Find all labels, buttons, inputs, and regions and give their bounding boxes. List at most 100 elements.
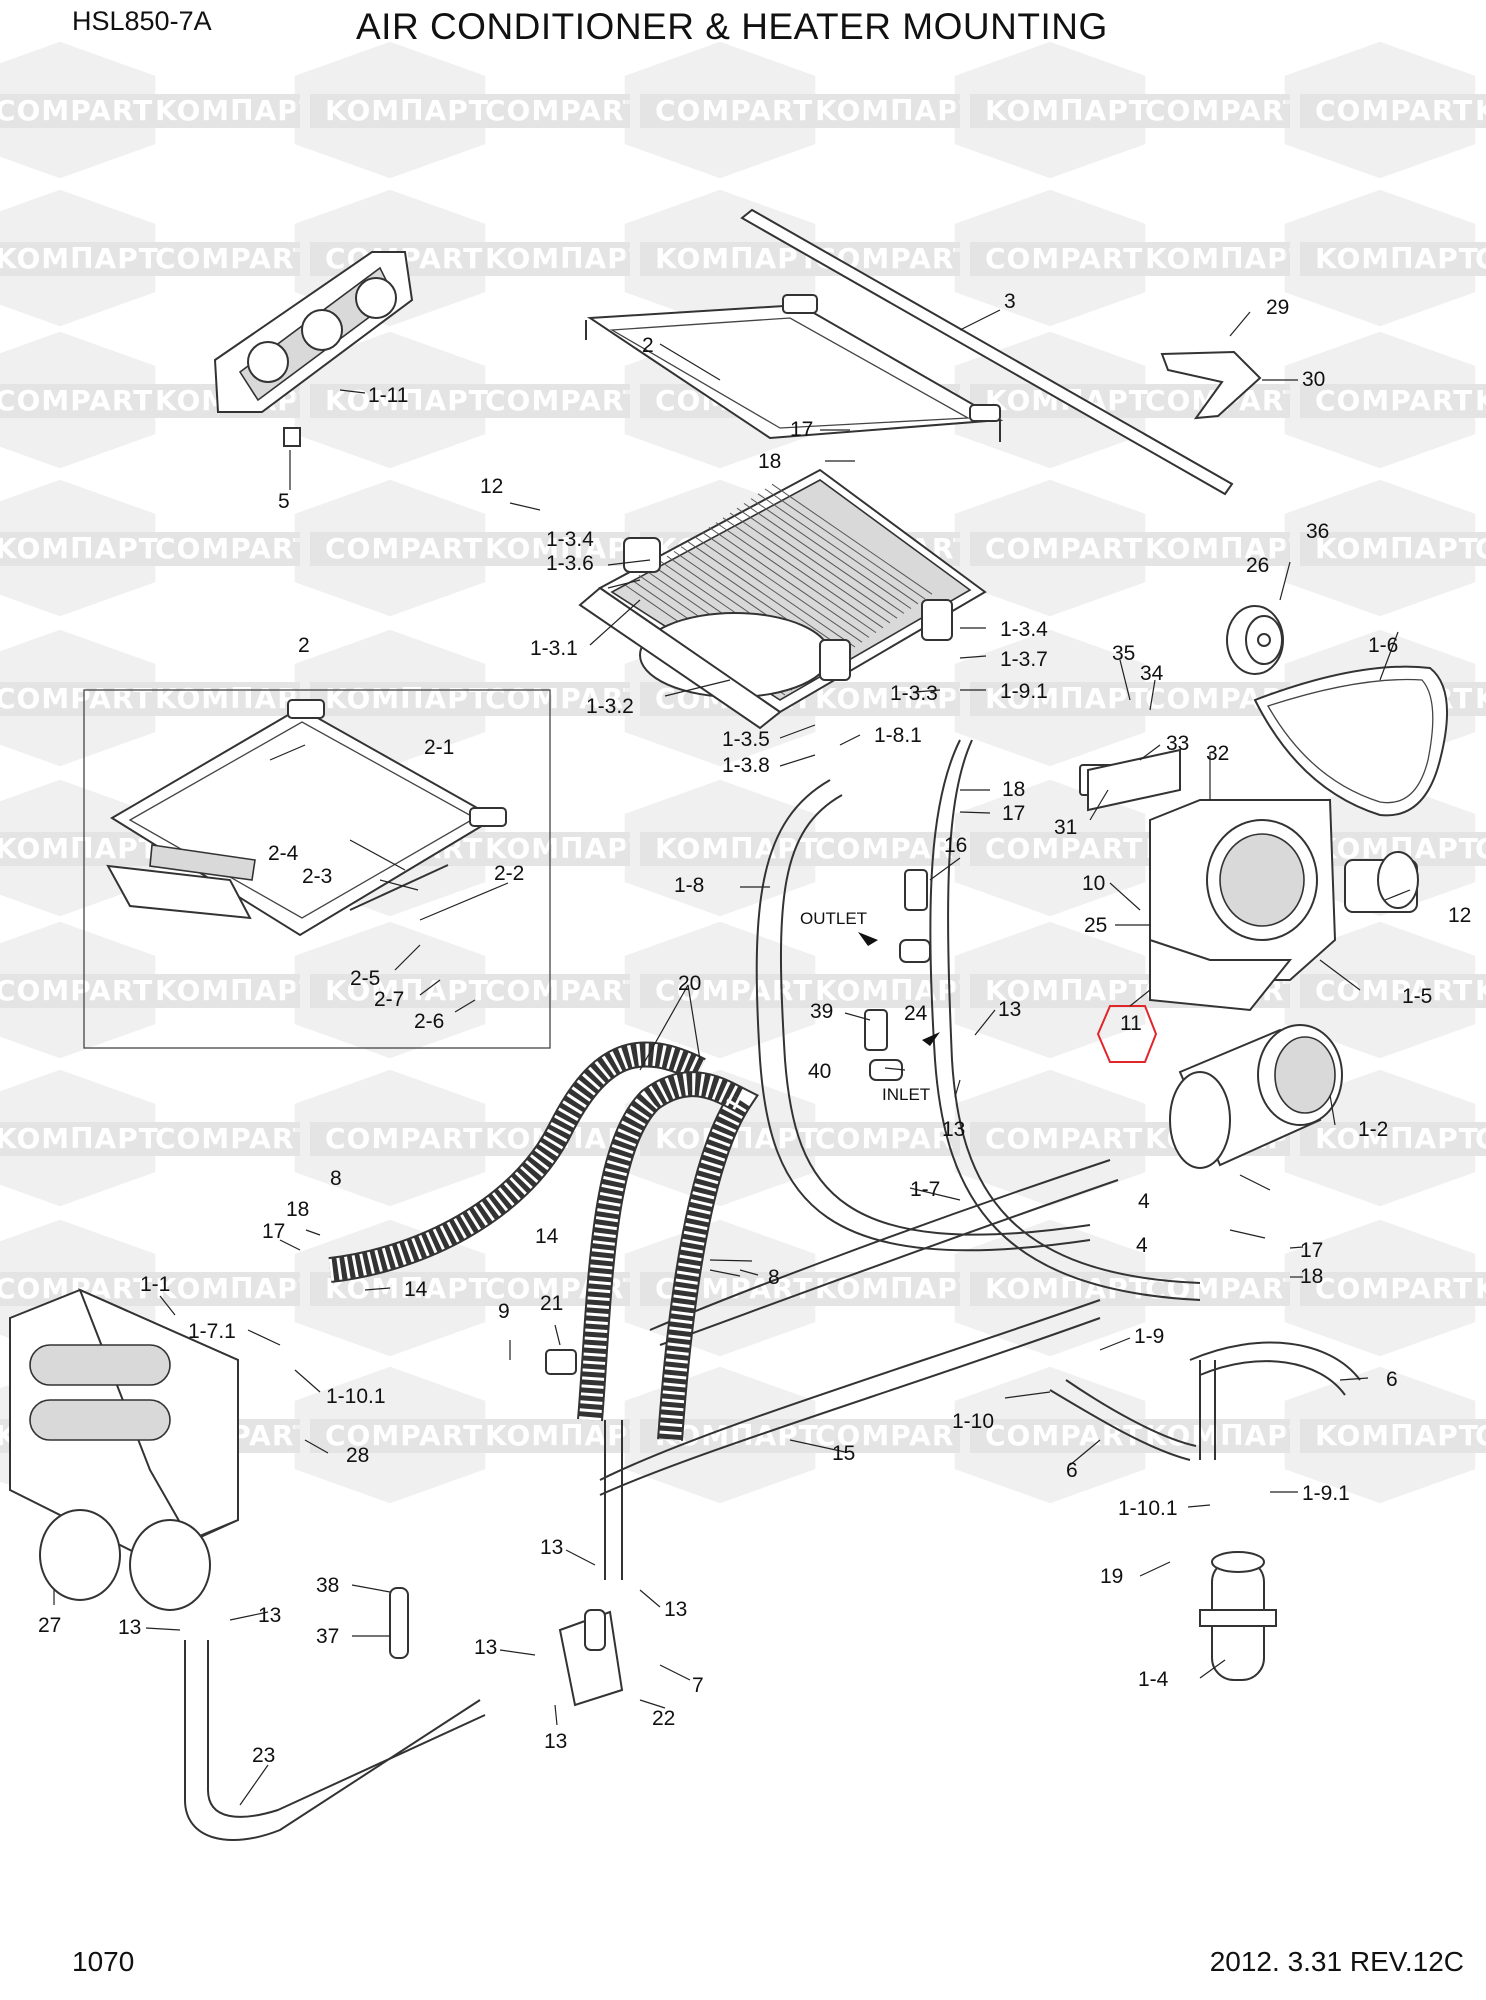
- watermark-bar: [1300, 974, 1486, 1008]
- watermark-text: KOMΠAPT: [655, 832, 819, 865]
- condenser-fin: [750, 498, 912, 610]
- watermark-text: KOMΠAPT: [815, 682, 979, 715]
- watermark-bar: [0, 242, 300, 276]
- watermark-text: KOMΠAPT: [1315, 1419, 1479, 1452]
- heater-hoses-20: [328, 1041, 759, 1441]
- watermark-text: COMPART: [985, 242, 1143, 275]
- callout-label: 1-5: [1402, 985, 1432, 1008]
- watermark-text: KOMΠAPT: [325, 384, 489, 417]
- watermark-bar: [310, 682, 630, 716]
- page-title: AIR CONDITIONER & HEATER MOUNTING: [356, 6, 1108, 47]
- watermark-bar: [1300, 1272, 1486, 1306]
- callout-label: 11: [1120, 1012, 1142, 1035]
- watermark-text: COMPART: [155, 242, 313, 275]
- watermark-text: COMPART: [815, 1419, 973, 1452]
- callout-label: 18: [286, 1198, 309, 1221]
- watermark-text: KOMΠAPT: [485, 242, 649, 275]
- watermark-text: COMPART: [155, 1122, 313, 1155]
- watermark-bar: [310, 94, 630, 128]
- watermark-text: COMPART: [1315, 1272, 1473, 1305]
- callout-label: 1-10.1: [1118, 1497, 1178, 1520]
- callout-label: 13: [942, 1118, 965, 1141]
- callout-label: 39: [810, 1000, 833, 1023]
- watermark-text: KOMΠAPT: [985, 94, 1149, 127]
- watermark-text: COMPART: [1475, 832, 1486, 865]
- watermark-text: KOMΠAPT: [815, 974, 979, 1007]
- watermark-bar: [0, 532, 300, 566]
- callout-label: 1-4: [1138, 1668, 1169, 1691]
- callout-label: 8: [768, 1266, 780, 1289]
- callout-label: 13: [664, 1598, 687, 1621]
- watermark-text: COMPART: [1145, 94, 1303, 127]
- watermark-bar: [640, 974, 960, 1008]
- flow-annotation: OUTLET: [800, 909, 867, 928]
- condenser-fin: [736, 507, 898, 619]
- watermark-text: KOMΠAPT: [485, 1419, 649, 1452]
- watermark-text: KOMΠAPT: [1475, 384, 1486, 417]
- condenser-fin: [771, 483, 933, 595]
- watermark-text: KOMΠAPT: [1475, 94, 1486, 127]
- watermark-text: KOMΠAPT: [815, 1272, 979, 1305]
- watermark-text: COMPART: [325, 1122, 483, 1155]
- watermark-text: KOMΠAPT: [325, 974, 489, 1007]
- condenser-fin: [701, 531, 863, 643]
- callout-label: 12: [1448, 904, 1471, 927]
- watermark-text: COMPART: [1145, 1272, 1303, 1305]
- watermark-text: COMPART: [1475, 242, 1486, 275]
- callout-label: 2-1: [424, 736, 454, 759]
- callout-label: 2-5: [350, 967, 380, 990]
- callout-label: 1-8.1: [874, 724, 922, 747]
- callout-label: 18: [1300, 1265, 1323, 1288]
- callout-label: 10: [1082, 872, 1105, 895]
- condenser-fin: [722, 517, 884, 629]
- callout-label: 1-9.1: [1000, 680, 1048, 703]
- condenser-fin: [694, 536, 856, 648]
- refrigerant-hoses: [184, 739, 1361, 1841]
- watermark-text: KOMΠAPT: [325, 94, 489, 127]
- watermark-text: COMPART: [985, 532, 1143, 565]
- callout-label: 40: [808, 1060, 831, 1083]
- callout-label: 24: [904, 1002, 928, 1025]
- inset-bracket: [106, 699, 507, 937]
- detail-box: [83, 689, 551, 1049]
- callout-label: 1-3.2: [586, 695, 634, 718]
- callout-label: 1-3.3: [890, 682, 938, 705]
- callout-label: 35: [1112, 642, 1135, 665]
- idler-pulley: [1226, 605, 1284, 675]
- callout-label: 2-6: [414, 1010, 444, 1033]
- callout-label: 2-7: [374, 988, 404, 1011]
- watermark-text: COMPART: [0, 682, 153, 715]
- watermark-bar: [310, 384, 630, 418]
- control-panel: [213, 251, 414, 447]
- watermark-bar: [310, 1122, 630, 1156]
- watermark-bar: [0, 94, 300, 128]
- watermark-bar: [0, 682, 300, 716]
- callout-label: 26: [1246, 554, 1269, 577]
- callout-label: 1-8: [674, 874, 704, 897]
- callout-label: 1-11: [368, 384, 408, 407]
- watermark-text: KOMΠAPT: [155, 974, 319, 1007]
- compressor-bracket: [1079, 748, 1419, 1012]
- watermark-text: COMPART: [1475, 1122, 1486, 1155]
- watermark-text: KOMΠAPT: [1475, 1272, 1486, 1305]
- callout-label: 2-4: [268, 842, 299, 865]
- callout-label: 17: [1300, 1239, 1323, 1262]
- watermark-text: KOMΠAPT: [1315, 242, 1479, 275]
- callout-label: 1-6: [1368, 634, 1398, 657]
- callout-label: 1-1: [140, 1273, 170, 1296]
- watermark-text: KOMΠAPT: [0, 242, 159, 275]
- callout-label: 5: [278, 490, 290, 513]
- callout-label: 22: [652, 1707, 675, 1730]
- callout-label: 17: [790, 418, 813, 441]
- watermark-text: COMPART: [485, 94, 643, 127]
- callout-label: 3: [1004, 290, 1016, 313]
- watermark-text: KOMΠAPT: [985, 1272, 1149, 1305]
- callout-label: 4: [1138, 1190, 1150, 1213]
- watermark-bar: [1300, 242, 1486, 276]
- callout-label: 18: [1002, 778, 1025, 801]
- callout-label: 6: [1386, 1368, 1398, 1391]
- callout-label: 1-3.8: [722, 754, 770, 777]
- callout-label: 6: [1066, 1459, 1078, 1482]
